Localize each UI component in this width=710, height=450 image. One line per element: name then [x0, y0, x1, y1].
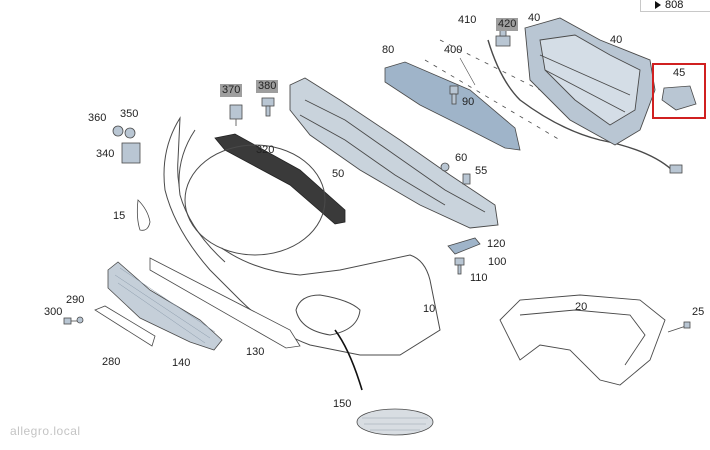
- label-400: 400: [444, 44, 463, 56]
- bumper-cover-10: [163, 116, 441, 356]
- label-55: 55: [475, 165, 488, 177]
- label-60: 60: [455, 152, 468, 164]
- clip-90: [449, 85, 459, 105]
- tow-cover-15: [136, 199, 151, 231]
- label-10: 10: [423, 303, 436, 315]
- bracket-120: [447, 237, 481, 255]
- label-370: 370: [220, 84, 243, 97]
- label-360: 360: [88, 112, 107, 124]
- connector-380: [261, 97, 275, 117]
- label-50: 50: [332, 168, 345, 180]
- screw-110: [454, 257, 465, 275]
- side-bracket-20: [499, 294, 666, 386]
- cable-plug-410: [669, 164, 683, 174]
- label-40-top: 40: [528, 12, 541, 24]
- pointer-150: [334, 329, 363, 391]
- label-280: 280: [102, 356, 121, 368]
- label-350: 350: [120, 108, 139, 120]
- page-reference-label: 808: [665, 0, 684, 11]
- label-20: 20: [575, 301, 588, 313]
- foam-80: [384, 61, 521, 151]
- absorber-40: [524, 17, 656, 146]
- label-45: 45: [673, 67, 686, 79]
- label-290: 290: [66, 294, 85, 306]
- label-320: 320: [256, 144, 275, 156]
- label-120: 120: [487, 238, 506, 250]
- label-300: 300: [44, 306, 63, 318]
- trim-280: [94, 305, 156, 347]
- label-25: 25: [692, 306, 705, 318]
- lower-grille-140: [107, 261, 223, 351]
- carrier-50: [289, 77, 499, 229]
- watermark: allegro.local: [10, 424, 81, 438]
- bracket-45: [661, 85, 697, 111]
- label-15: 15: [113, 210, 126, 222]
- label-130: 130: [246, 346, 265, 358]
- label-150: 150: [333, 398, 352, 410]
- trim-130: [149, 257, 301, 349]
- mesh-insert-150: [356, 408, 434, 436]
- label-380: 380: [256, 80, 279, 93]
- label-410: 410: [458, 14, 477, 26]
- connector-370: [229, 104, 243, 126]
- label-140: 140: [172, 357, 191, 369]
- label-100: 100: [488, 256, 507, 268]
- sensor-group-350: [112, 125, 141, 164]
- label-90: 90: [462, 96, 475, 108]
- highlight-box-part-45: [652, 63, 706, 119]
- screw-25: [667, 321, 691, 333]
- label-340: 340: [96, 148, 115, 160]
- seal-strip-320: [214, 133, 346, 225]
- cable-410: [487, 39, 673, 171]
- arrow-right-icon: [655, 1, 661, 9]
- screw-60: [440, 162, 471, 185]
- label-420: 420: [496, 18, 519, 31]
- label-80: 80: [382, 44, 395, 56]
- label-40-right: 40: [610, 34, 623, 46]
- page-reference[interactable]: 808: [640, 0, 710, 12]
- label-110: 110: [470, 272, 488, 284]
- screw-300: [63, 316, 84, 325]
